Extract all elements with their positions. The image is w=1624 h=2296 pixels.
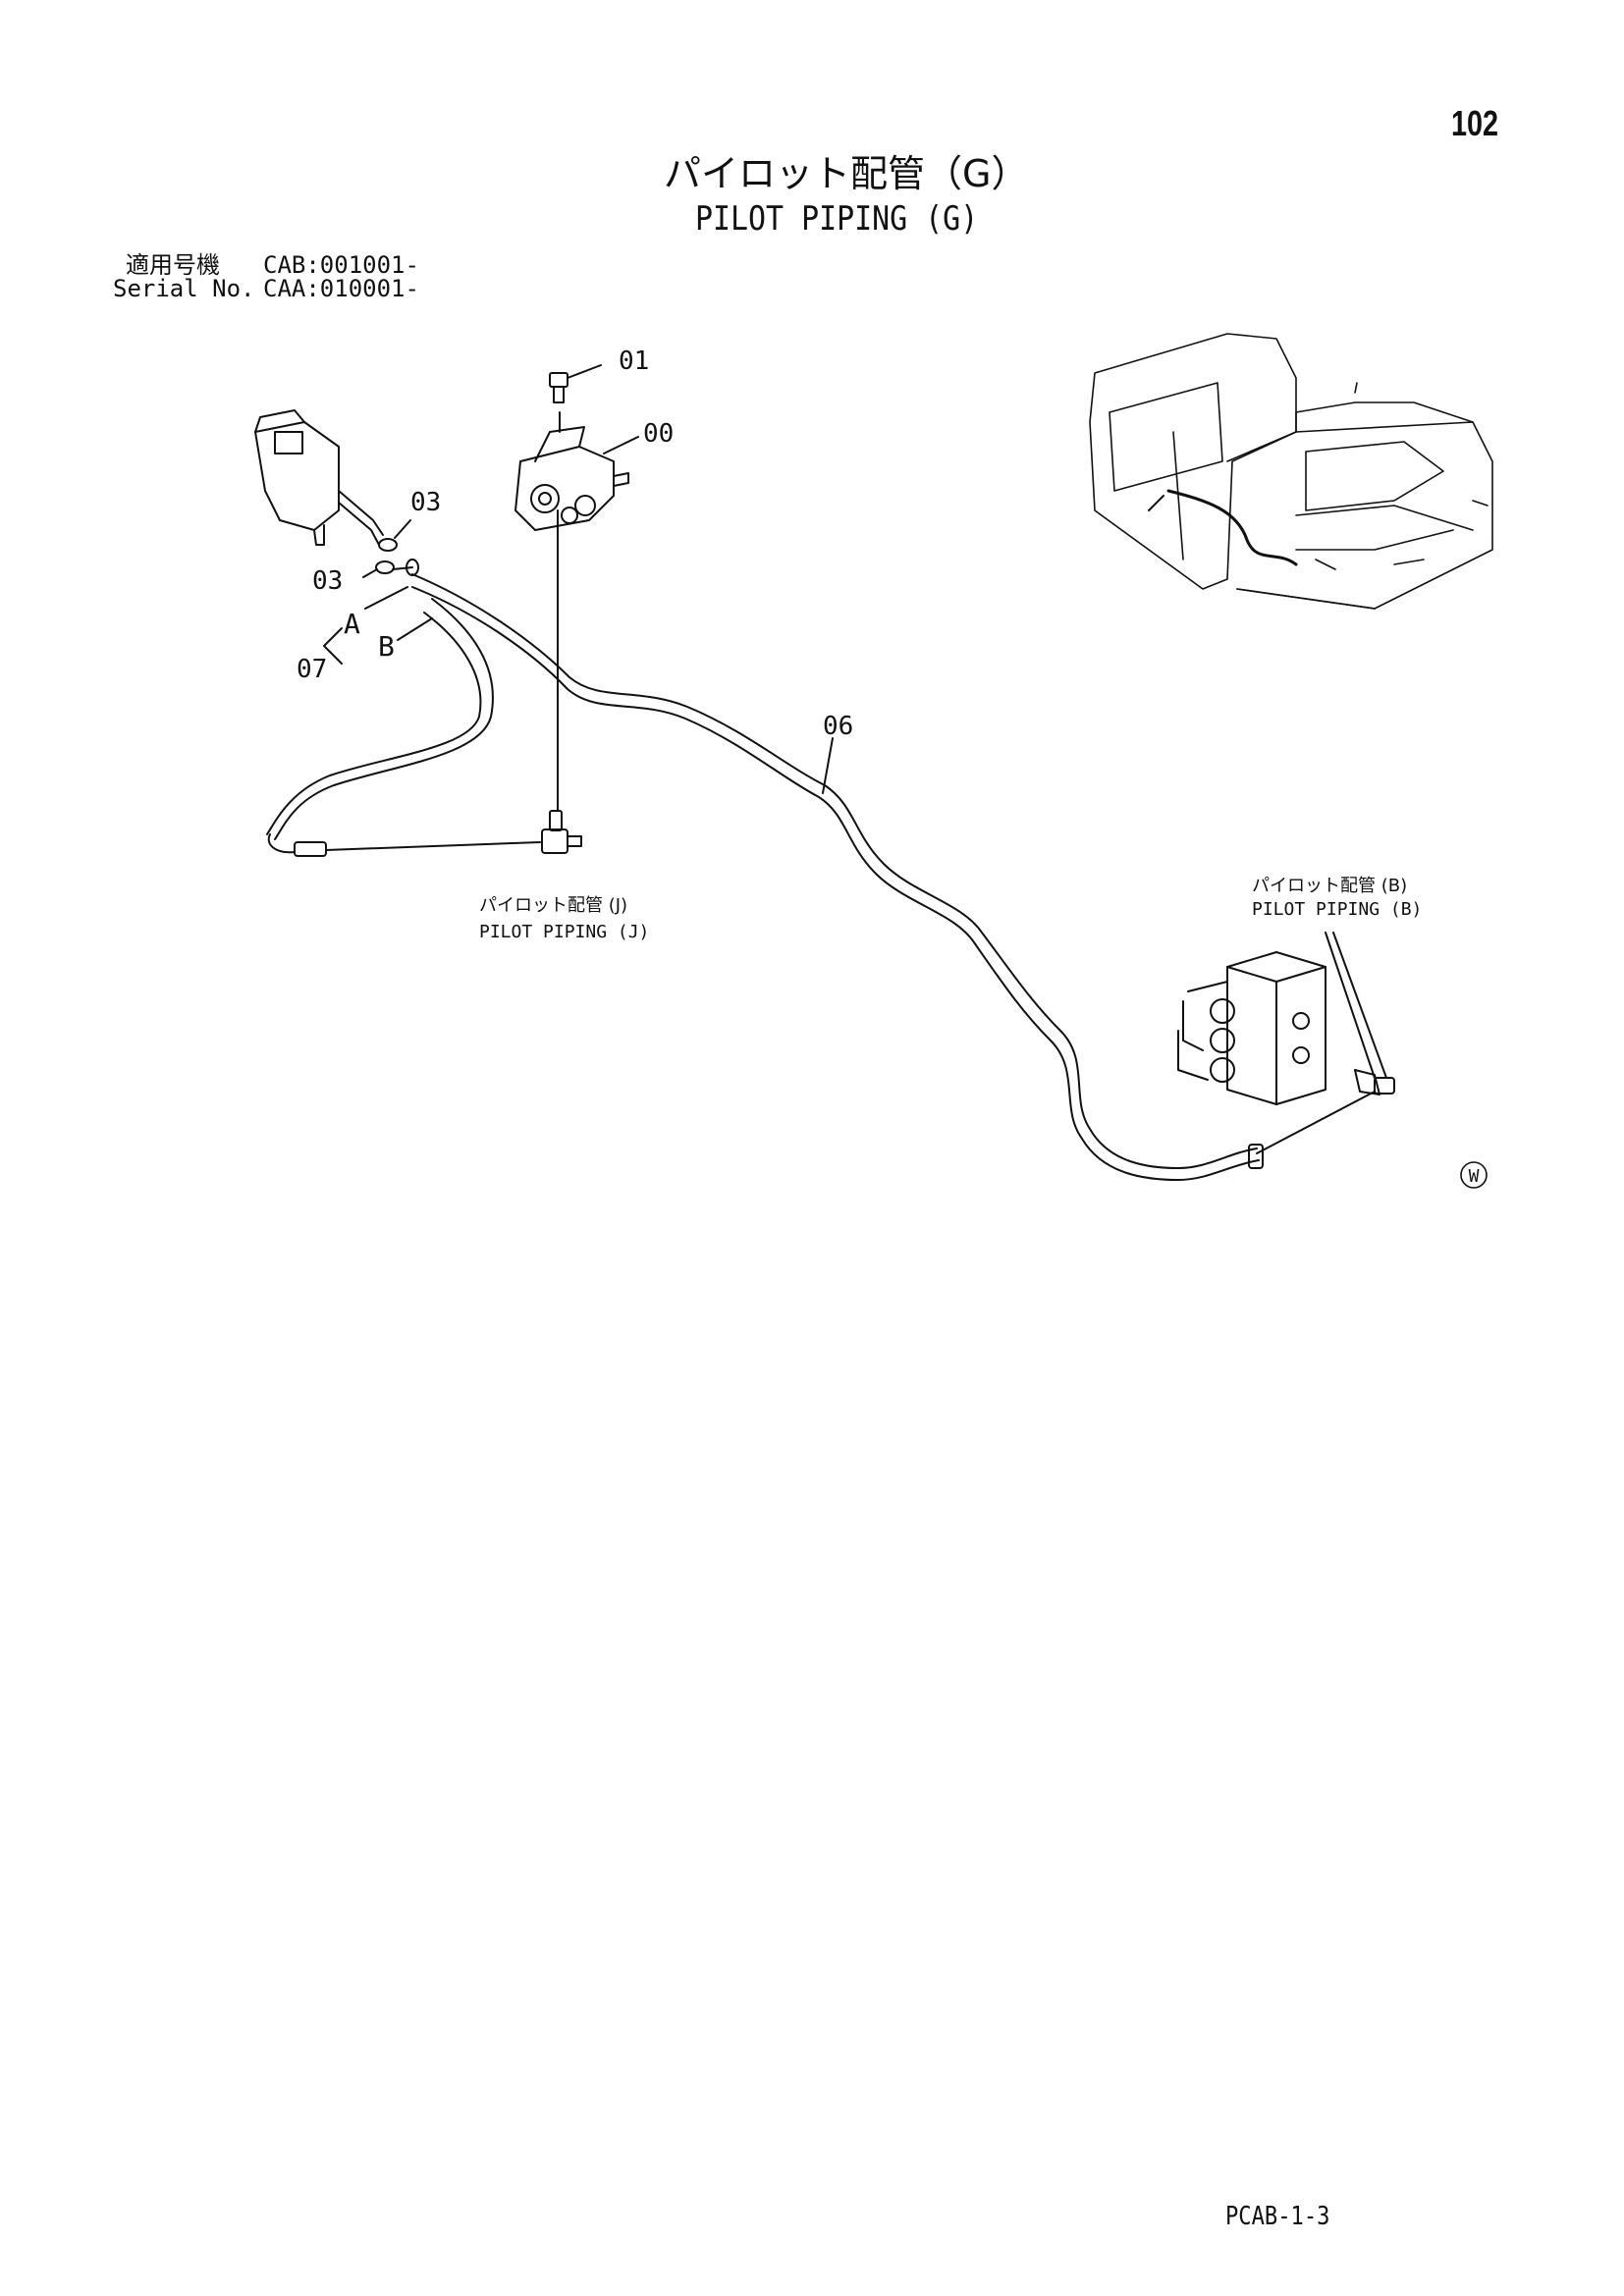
leader-06 [822, 737, 834, 794]
pipe-06 [411, 573, 1260, 1181]
circled-w-mark: W [1460, 1161, 1488, 1189]
page-number: 102 [1451, 103, 1499, 143]
footer-page-code: PCAB-1-3 [1225, 2202, 1330, 2231]
callout-03-top: 03 [410, 488, 441, 517]
bolt-01 [549, 364, 602, 403]
leader-pilot-b-2 [1332, 932, 1387, 1079]
svg-text:W: W [1469, 1166, 1480, 1187]
leader-A [364, 586, 408, 610]
ref-pilot-piping-j-en: PILOT PIPING (J) [479, 922, 649, 942]
pilot-valve-left [254, 409, 384, 546]
bracket-07 [323, 627, 343, 665]
excavator-overview [1089, 333, 1493, 610]
callout-03-bottom: 03 [312, 566, 343, 596]
applicable-model-label: 適用号機 [126, 251, 220, 279]
callout-B: B [378, 630, 395, 663]
callout-06: 06 [823, 712, 853, 741]
callout-01: 01 [619, 347, 649, 376]
control-block [1177, 951, 1326, 1105]
callout-A: A [344, 608, 360, 640]
applicable-model-value: CAB:001001- [263, 251, 419, 279]
serial-number-value: CAA:010001- [263, 275, 419, 302]
tee-fitting [541, 810, 582, 854]
valve-00 [514, 411, 629, 531]
leader-03-top [394, 519, 411, 539]
leader-03-bottom [362, 568, 378, 578]
fittings-03 [375, 538, 419, 576]
fitting-right [1248, 1069, 1395, 1169]
leader-pilot-b-1 [1325, 932, 1376, 1079]
leader-00 [603, 436, 639, 454]
callout-07: 07 [297, 655, 327, 684]
ref-pilot-piping-b-en: PILOT PIPING (B) [1252, 899, 1422, 920]
page-title-japanese: パイロット配管（G） [664, 152, 1029, 195]
ref-pilot-piping-j-jp: パイロット配管 (J) [479, 895, 627, 916]
page-title-english: PILOT PIPING (G) [695, 199, 979, 239]
serial-number-label: Serial No. [113, 275, 255, 302]
callout-00: 00 [643, 419, 674, 449]
overview-piping-highlight [1166, 489, 1298, 566]
overview-arrow [1148, 495, 1164, 511]
leader-hose-to-tee [325, 841, 541, 851]
leader-B [397, 617, 433, 641]
ref-pilot-piping-b-jp: パイロット配管 (B) [1252, 876, 1407, 896]
